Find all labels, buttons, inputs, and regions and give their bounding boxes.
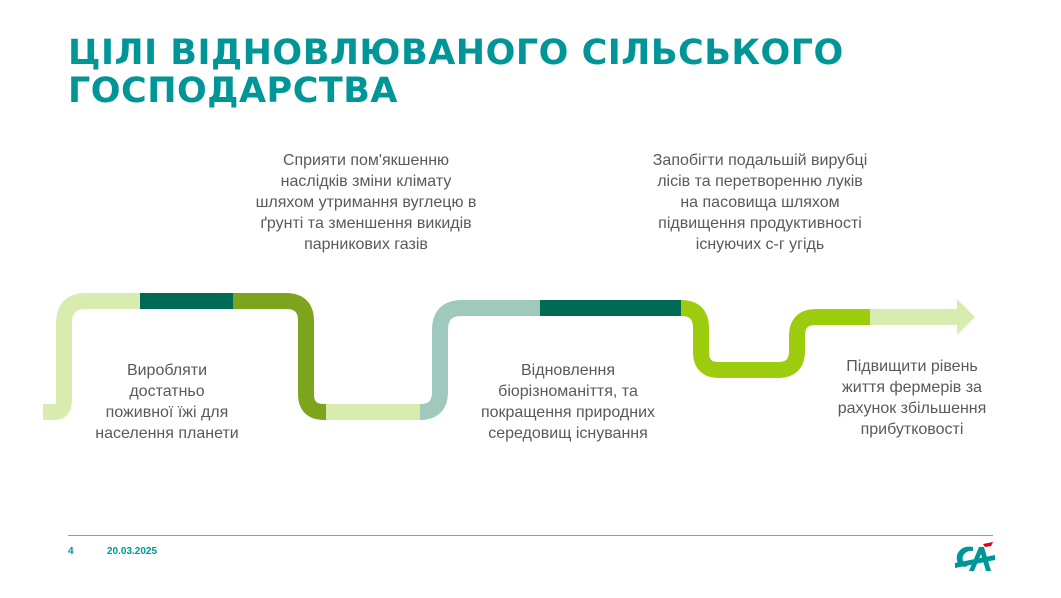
footer-divider	[68, 535, 993, 536]
goal-5-text: Підвищити рівень життя фермерів за рахун…	[837, 358, 987, 438]
path-segment-1	[43, 293, 140, 420]
goal-1-text: Виробляти достатньо поживної їжі для нас…	[95, 362, 239, 442]
page-title: ЦІЛІ ВІДНОВЛЮВАНОГО СІЛЬСЬКОГО ГОСПОДАРС…	[68, 34, 968, 110]
goal-4-text: Запобігти подальшій вирубці лісів та пер…	[652, 152, 868, 253]
path-arrow-head	[957, 299, 975, 335]
title-line-1: ЦІЛІ ВІДНОВЛЮВАНОГО СІЛЬСЬКОГО	[68, 33, 844, 73]
page-number: 4	[68, 546, 74, 557]
goal-3-text: Відновлення біорізноманіття, та покращен…	[480, 362, 656, 442]
title-line-2: ГОСПОДАРСТВА	[68, 71, 399, 111]
path-segment-3	[233, 293, 326, 420]
path-segment-5	[419, 300, 540, 420]
goal-2-text: Сприяти пом'якшенню наслідків зміни клім…	[255, 152, 477, 253]
credit-agricole-logo-icon	[955, 542, 995, 571]
footer-date: 20.03.2025	[107, 546, 158, 557]
path-segment-7	[680, 300, 870, 378]
